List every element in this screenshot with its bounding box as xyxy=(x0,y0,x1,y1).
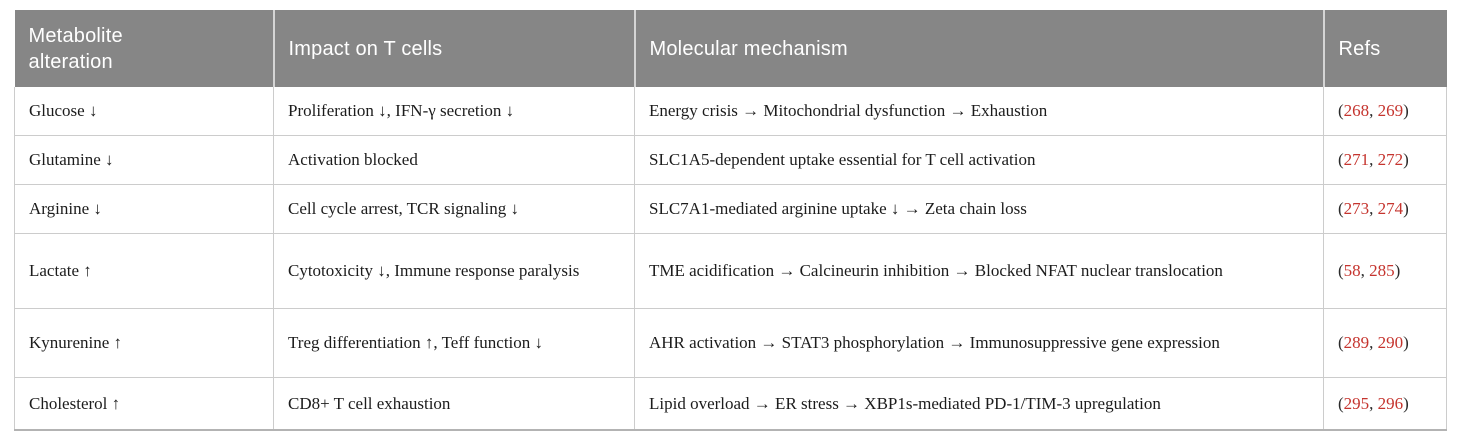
table-row-cholesterol: Cholesterol ↑ CD8+ T cell exhaustion Lip… xyxy=(14,376,1447,431)
column-header-label: Impact on T cells xyxy=(288,37,443,60)
refs-open-paren: ( xyxy=(1338,199,1344,218)
cell-metabolite: Arginine ↓ xyxy=(14,183,274,233)
cell-impact: Proliferation ↓, IFN-γ secretion ↓ xyxy=(273,87,635,135)
cell-metabolite: Lactate ↑ xyxy=(14,232,274,308)
cell-mechanism: SLC1A5-dependent uptake essential for T … xyxy=(634,134,1324,184)
column-header-refs: Refs xyxy=(1322,10,1447,87)
column-header-molecular-mechanism: Molecular mechanism xyxy=(633,10,1324,87)
column-header-label: Metabolite alteration xyxy=(28,24,123,73)
table-row-lactate: Lactate ↑ Cytotoxicity ↓, Immune respons… xyxy=(14,232,1447,308)
cell-refs: (58, 285) xyxy=(1323,232,1447,308)
cell-metabolite: Glucose ↓ xyxy=(14,87,274,135)
refs-close-paren: ) xyxy=(1403,150,1409,169)
table-body: Glucose ↓ Proliferation ↓, IFN-γ secreti… xyxy=(14,87,1447,431)
column-header-label: Refs xyxy=(1338,37,1381,60)
ref-citation-link[interactable]: 290 xyxy=(1377,333,1404,352)
refs-open-paren: ( xyxy=(1338,393,1344,413)
cell-mechanism: Energy crisis → Mitochondrial dysfunctio… xyxy=(634,87,1324,135)
refs-close-paren: ) xyxy=(1394,261,1401,280)
cell-mechanism: TME acidification → Calcineurin inhibiti… xyxy=(634,232,1324,308)
refs-close-paren: ) xyxy=(1403,199,1409,218)
ref-citation-link[interactable]: 285 xyxy=(1369,261,1395,280)
ref-citation-link[interactable]: 268 xyxy=(1343,101,1370,121)
column-header-metabolite-alteration: Metabolite alteration xyxy=(14,10,274,87)
ref-citation-link[interactable]: 272 xyxy=(1377,150,1404,169)
cell-impact: Cytotoxicity ↓, Immune response paralysi… xyxy=(273,232,635,308)
cell-impact: Cell cycle arrest, TCR signaling ↓ xyxy=(273,183,635,233)
refs-open-paren: ( xyxy=(1338,333,1344,352)
cell-mechanism: AHR activation → STAT3 phosphorylation →… xyxy=(634,307,1324,377)
cell-refs: (295, 296) xyxy=(1323,376,1447,431)
refs-separator: , xyxy=(1369,333,1378,352)
refs-separator: , xyxy=(1360,261,1370,280)
table-row-glutamine: Glutamine ↓ Activation blocked SLC1A5-de… xyxy=(14,134,1447,184)
ref-citation-link[interactable]: 58 xyxy=(1343,261,1361,280)
ref-citation-link[interactable]: 269 xyxy=(1377,101,1404,121)
cell-impact: CD8+ T cell exhaustion xyxy=(273,376,635,431)
cell-mechanism: Lipid overload → ER stress → XBP1s-media… xyxy=(634,376,1324,431)
column-header-label: Molecular mechanism xyxy=(649,37,848,60)
ref-citation-link[interactable]: 273 xyxy=(1343,199,1370,218)
refs-separator: , xyxy=(1369,199,1378,218)
refs-separator: , xyxy=(1369,101,1378,121)
refs-separator: , xyxy=(1369,150,1378,169)
cell-refs: (271, 272) xyxy=(1323,134,1447,184)
cell-mechanism: SLC7A1-mediated arginine uptake ↓ → Zeta… xyxy=(634,183,1324,233)
refs-close-paren: ) xyxy=(1403,393,1409,413)
cell-impact: Treg differentiation ↑, Teff function ↓ xyxy=(273,307,635,377)
cell-refs: (289, 290) xyxy=(1323,307,1447,377)
ref-citation-link[interactable]: 274 xyxy=(1377,199,1404,218)
ref-citation-link[interactable]: 296 xyxy=(1377,393,1404,413)
refs-close-paren: ) xyxy=(1403,333,1409,352)
cell-metabolite: Kynurenine ↑ xyxy=(14,307,274,377)
ref-citation-link[interactable]: 271 xyxy=(1343,150,1370,169)
refs-separator: , xyxy=(1369,393,1378,413)
table-row-kynurenine: Kynurenine ↑ Treg differentiation ↑, Tef… xyxy=(14,307,1447,377)
refs-close-paren: ) xyxy=(1403,101,1409,121)
cell-metabolite: Glutamine ↓ xyxy=(14,134,274,184)
refs-open-paren: ( xyxy=(1338,101,1344,121)
ref-citation-link[interactable]: 289 xyxy=(1343,333,1370,352)
table-row-arginine: Arginine ↓ Cell cycle arrest, TCR signal… xyxy=(14,183,1447,233)
cell-metabolite: Cholesterol ↑ xyxy=(14,376,274,431)
column-header-impact-on-t-cells: Impact on T cells xyxy=(272,10,635,87)
refs-open-paren: ( xyxy=(1338,150,1344,169)
cell-impact: Activation blocked xyxy=(273,134,635,184)
header-row: Metabolite alteration Impact on T cells … xyxy=(14,10,1447,87)
metabolite-alteration-table: Metabolite alteration Impact on T cells … xyxy=(14,10,1447,431)
table-header: Metabolite alteration Impact on T cells … xyxy=(14,10,1447,87)
cell-refs: (268, 269) xyxy=(1323,87,1447,135)
table-row-glucose: Glucose ↓ Proliferation ↓, IFN-γ secreti… xyxy=(14,87,1447,135)
ref-citation-link[interactable]: 295 xyxy=(1343,393,1370,413)
cell-refs: (273, 274) xyxy=(1323,183,1447,233)
refs-open-paren: ( xyxy=(1338,261,1344,280)
